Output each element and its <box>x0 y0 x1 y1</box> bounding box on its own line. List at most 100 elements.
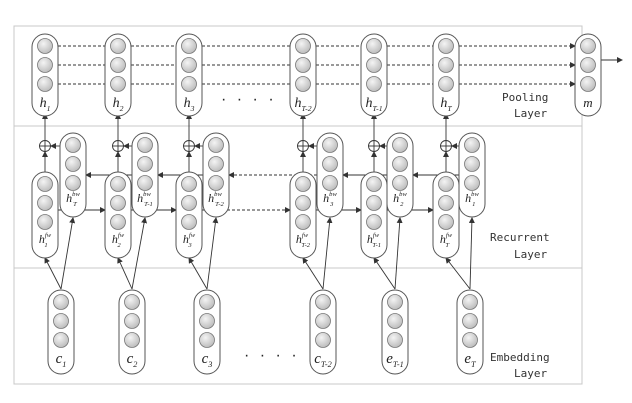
embedding-node-5-unit <box>387 294 403 310</box>
sum-node-0 <box>39 140 51 152</box>
forward-node-1-unit <box>37 195 53 211</box>
embedding-node-1-capsule <box>47 289 75 375</box>
backward-node-2-unit <box>137 175 153 191</box>
backward-node-5-unit <box>392 137 408 153</box>
pooling-node-4: hT-2 <box>289 33 317 117</box>
forward-node-6-unit <box>438 214 454 230</box>
pool-output-m-capsule <box>574 33 602 117</box>
pooling-node-1-unit <box>37 57 53 73</box>
backward-node-4-capsule <box>316 132 344 218</box>
embedding-node-5-capsule <box>381 289 409 375</box>
embedding-layer-label-line1: Embedding <box>490 351 550 364</box>
pooling-node-5-unit <box>366 57 382 73</box>
pooling-node-3: h3 <box>175 33 203 117</box>
pooling-ellipsis: · · · · <box>221 91 277 108</box>
pooling-node-5-capsule <box>360 33 388 117</box>
embedding-node-6: eT <box>456 289 484 375</box>
backward-node-4-unit <box>322 175 338 191</box>
forward-node-4-unit <box>295 176 311 192</box>
embedding-node-6-unit <box>462 294 478 310</box>
pooling-node-2-capsule <box>104 33 132 117</box>
pooling-node-6-unit <box>438 57 454 73</box>
emb-to-fw-arrow-0 <box>44 257 62 290</box>
sum-node-1 <box>112 140 124 152</box>
backward-node-6-unit <box>464 175 480 191</box>
embedding-node-2-unit <box>124 313 140 329</box>
pooling-node-5-unit <box>366 76 382 92</box>
backward-node-6-capsule <box>458 132 486 218</box>
pooling-node-2-unit <box>110 76 126 92</box>
emb-to-bw-arrow-5 <box>468 217 475 290</box>
forward-node-6-unit <box>438 176 454 192</box>
backward-node-3-unit <box>208 156 224 172</box>
pooling-node-2: h2 <box>104 33 132 117</box>
pooling-node-6-capsule <box>432 33 460 117</box>
recurrent-layer-label-line1: Recurrent <box>490 231 550 244</box>
embedding-ellipsis: · · · · <box>244 347 300 364</box>
embedding-node-6-capsule <box>456 289 484 375</box>
forward-node-3-unit <box>181 195 197 211</box>
forward-node-2-unit <box>110 214 126 230</box>
backward-node-5-capsule <box>386 132 414 218</box>
recurrent-layer-label-line2: Layer <box>514 248 547 261</box>
backward-node-5-unit <box>392 156 408 172</box>
pooling-node-6-unit <box>438 76 454 92</box>
embedding-node-2: c2 <box>118 289 146 375</box>
pooling-node-3-capsule <box>175 33 203 117</box>
pooling-node-2-unit <box>110 38 126 54</box>
pool-output-m-label: m <box>583 95 592 110</box>
pool-output-m-unit <box>580 76 596 92</box>
pooling-node-4-label: hT-2 <box>294 96 311 113</box>
embedding-node-6-unit <box>462 332 478 348</box>
forward-node-3-unit <box>181 214 197 230</box>
forward-node-2-unit <box>110 176 126 192</box>
embedding-node-5-unit <box>387 332 403 348</box>
backward-node-6-unit <box>464 137 480 153</box>
embedding-node-4: cT-2 <box>309 289 337 375</box>
backward-node-4-unit <box>322 156 338 172</box>
emb-to-fw-arrow-4 <box>373 257 396 290</box>
forward-node-4-unit <box>295 214 311 230</box>
emb-to-fw-arrow-3 <box>302 257 324 290</box>
backward-node-5-unit <box>392 175 408 191</box>
pooling-node-4-unit <box>295 57 311 73</box>
pooling-node-3-label: h3 <box>184 96 195 113</box>
pooling-node-5: hT-1 <box>360 33 388 117</box>
pooling-node-1-capsule <box>31 33 59 117</box>
embedding-node-6-label: eT <box>464 351 477 369</box>
pooling-node-5-unit <box>366 38 382 54</box>
forward-node-4-unit <box>295 195 311 211</box>
pool-output-m: m <box>574 33 602 117</box>
embedding-node-3-unit <box>199 332 215 348</box>
connections <box>39 43 623 290</box>
emb-to-bw-arrow-4 <box>394 217 403 290</box>
embedding-node-3-capsule <box>193 289 221 375</box>
backward-node-3-capsule <box>202 132 230 218</box>
backward-node-1-unit <box>65 137 81 153</box>
sum-node-3 <box>297 140 309 152</box>
forward-node-1-unit <box>37 214 53 230</box>
embedding-node-4-unit <box>315 332 331 348</box>
pooling-node-1: h1 <box>31 33 59 117</box>
emb-to-fw-arrow-5 <box>445 257 471 290</box>
sum-node-5 <box>440 140 452 152</box>
embedding-node-1-unit <box>53 332 69 348</box>
embedding-node-3-label: c3 <box>202 351 213 369</box>
pooling-node-2-unit <box>110 57 126 73</box>
emb-to-fw-arrow-1 <box>117 257 133 290</box>
forward-node-5-unit <box>366 176 382 192</box>
pooling-node-1-unit <box>37 38 53 54</box>
pooling-node-3-unit <box>181 57 197 73</box>
pooling-node-1-label: h1 <box>40 96 51 113</box>
